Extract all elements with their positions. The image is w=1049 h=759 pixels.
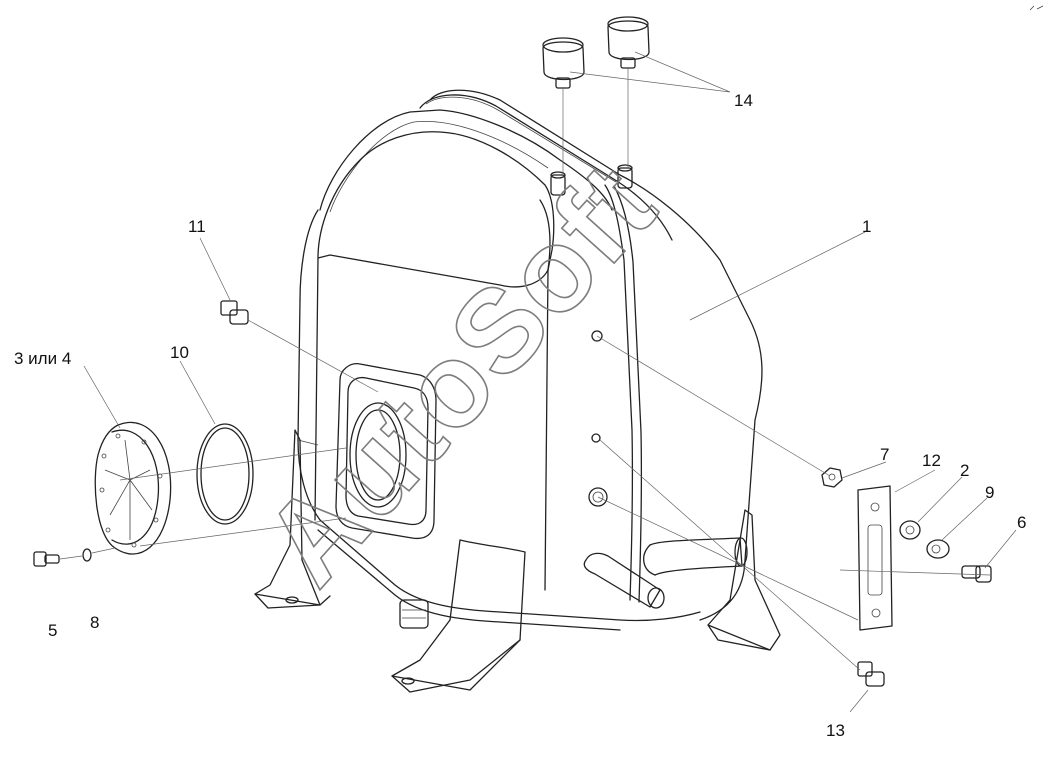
part-washer-9 <box>926 539 950 559</box>
part-plug-13 <box>857 661 885 687</box>
part-nut-7 <box>821 467 843 488</box>
part-bolt-6 <box>961 565 992 583</box>
part-cap-14b <box>607 16 650 69</box>
part-washer-8 <box>82 548 92 562</box>
watermark-text: AutoSoft <box>239 139 681 609</box>
callout-14: 14 <box>734 91 753 110</box>
callout-11: 11 <box>188 217 206 236</box>
callout-6: 6 <box>1017 513 1026 532</box>
callout-2: 2 <box>960 461 969 480</box>
tank-body <box>254 89 781 693</box>
callout-8: 8 <box>90 613 99 632</box>
part-cap-14a <box>542 37 585 89</box>
callout-5: 5 <box>48 621 57 640</box>
callout-12: 12 <box>922 451 941 470</box>
part-cover-3-4 <box>94 421 172 555</box>
callout-13: 13 <box>826 721 845 740</box>
part-plug-11 <box>220 300 249 325</box>
part-bolt-5 <box>33 551 60 567</box>
callout-10: 10 <box>170 343 189 362</box>
callout-1: 1 <box>862 217 871 236</box>
callout-3-or-4: 3 или 4 <box>14 349 71 368</box>
part-washer-2 <box>899 520 921 540</box>
corner-mark <box>1029 5 1044 11</box>
leader-lines <box>59 51 1017 713</box>
part-gasket-10 <box>196 423 254 525</box>
callout-9: 9 <box>985 483 994 502</box>
part-gauge-12 <box>857 485 893 631</box>
callout-labels: 1 2 3 или 4 5 6 7 8 9 10 11 12 13 14 <box>14 91 1026 740</box>
callout-7: 7 <box>880 445 889 464</box>
